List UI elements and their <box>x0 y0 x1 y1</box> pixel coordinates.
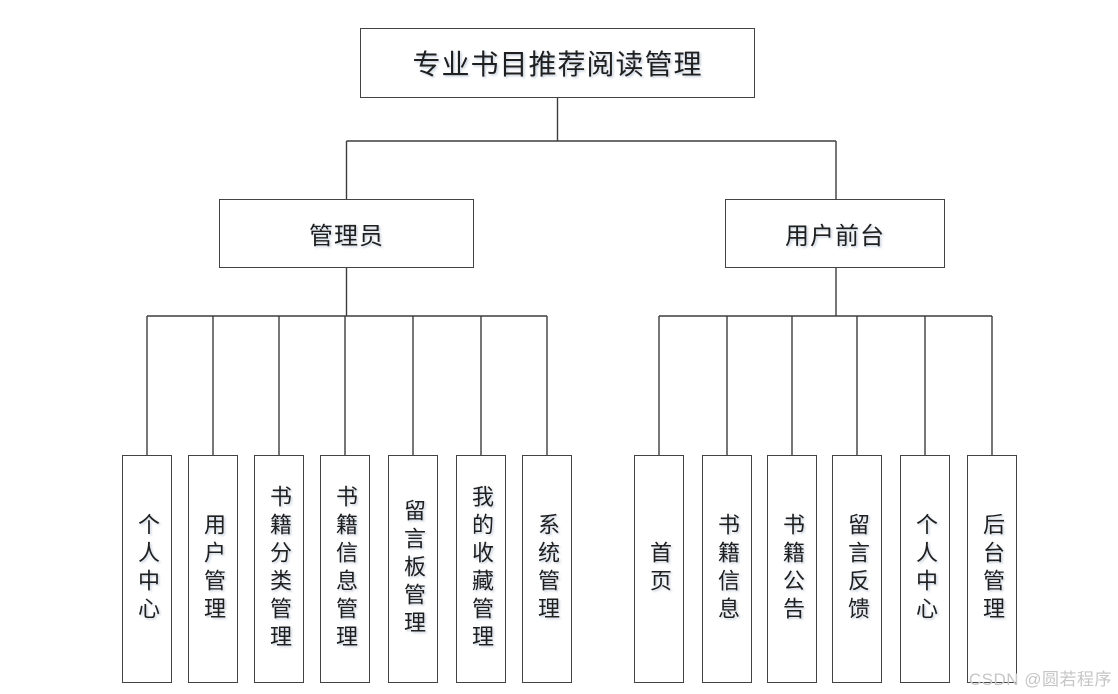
branch-node-admin: 管理员 <box>219 199 474 268</box>
leaf-node-admin-message-board-management: 留言板管理 <box>388 455 438 683</box>
leaf-node-front-backend-management: 后台管理 <box>967 455 1017 683</box>
leaf-node-front-personal-center: 个人中心 <box>900 455 950 683</box>
leaf-node-front-message-feedback: 留言反馈 <box>832 455 882 683</box>
leaf-node-front-home: 首页 <box>634 455 684 683</box>
leaf-node-admin-book-info-management: 书籍信息管理 <box>320 455 370 683</box>
leaf-node-admin-personal-center: 个人中心 <box>122 455 172 683</box>
leaf-node-admin-system-management: 系统管理 <box>522 455 572 683</box>
leaf-node-front-book-info: 书籍信息 <box>702 455 752 683</box>
branch-node-user-front: 用户前台 <box>725 199 945 268</box>
leaf-node-admin-my-favorites-management: 我的收藏管理 <box>456 455 506 683</box>
leaf-node-admin-book-category-management: 书籍分类管理 <box>254 455 304 683</box>
leaf-node-front-book-announcement: 书籍公告 <box>767 455 817 683</box>
csdn-watermark: CSDN @圆若程序 <box>968 670 1112 689</box>
root-node: 专业书目推荐阅读管理 <box>360 28 755 98</box>
leaf-node-admin-user-management: 用户管理 <box>188 455 238 683</box>
